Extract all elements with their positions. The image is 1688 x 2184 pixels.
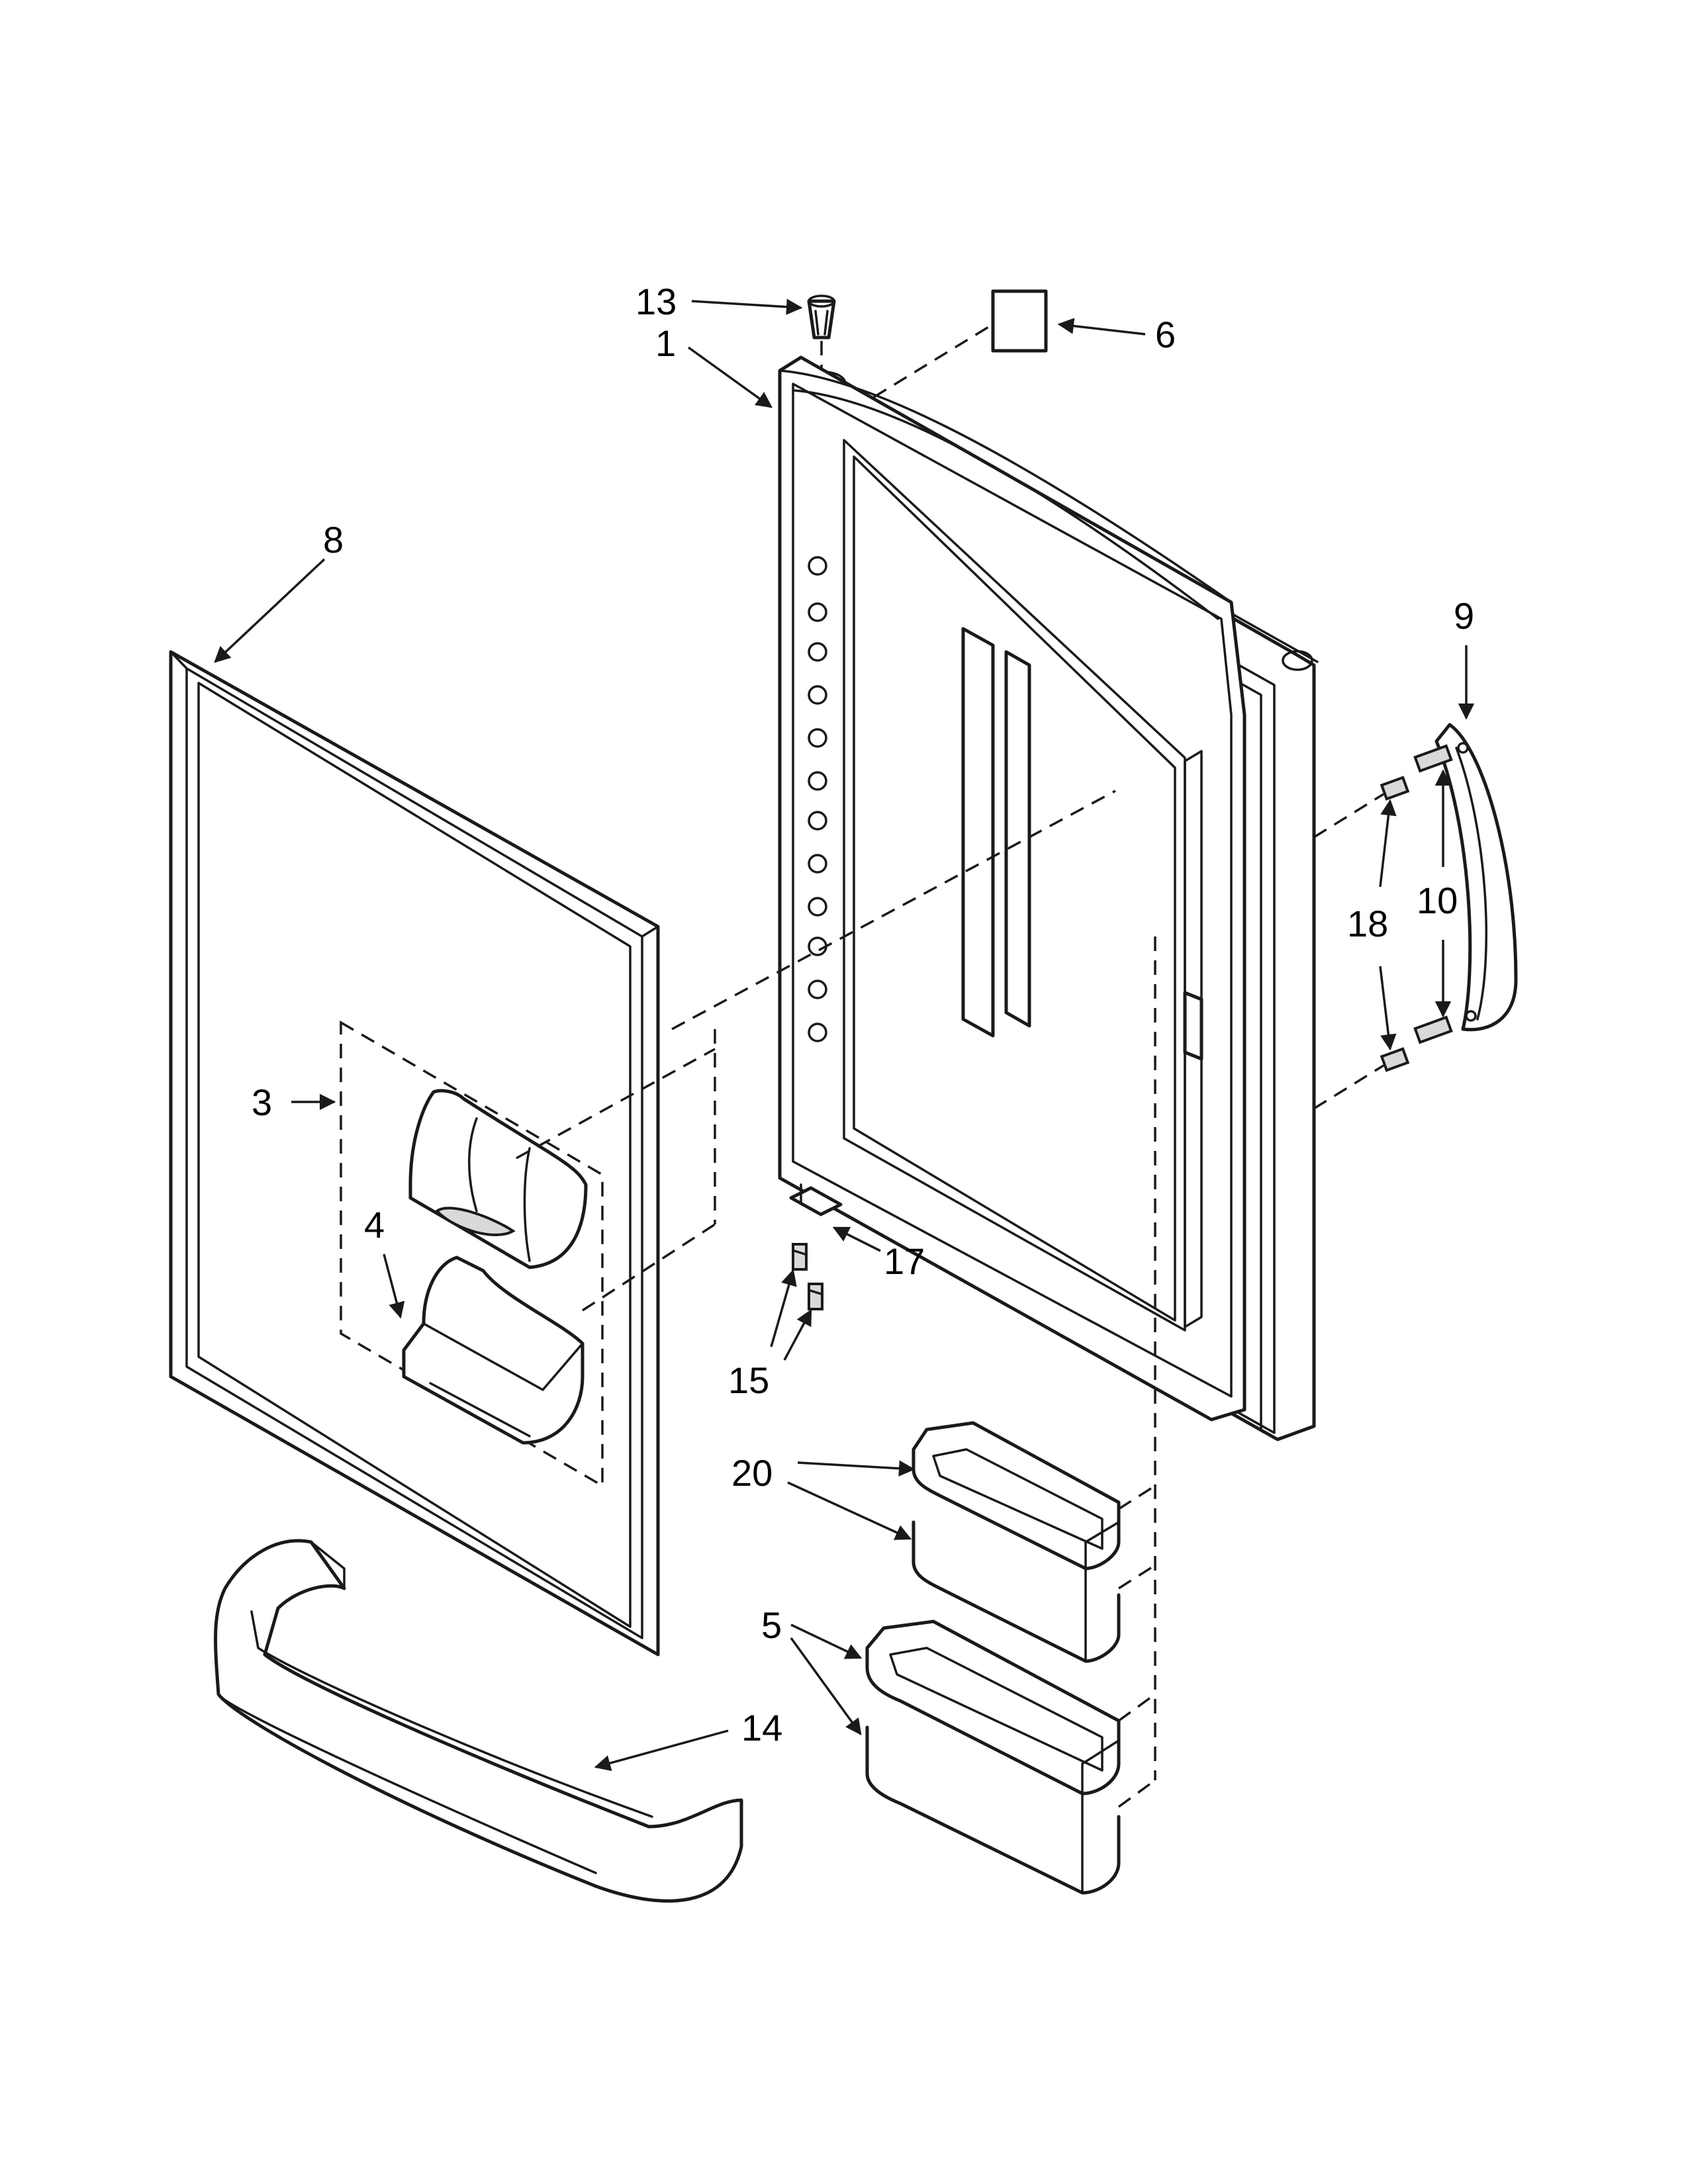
screw-part-18-bottom xyxy=(1380,1047,1410,1072)
callout-17: 17 xyxy=(884,1240,925,1282)
plug-part-13 xyxy=(807,295,836,340)
callout-20: 20 xyxy=(731,1452,773,1494)
handle-part-9 xyxy=(1434,723,1518,1032)
callout-13: 13 xyxy=(635,281,677,322)
screws-part-15 xyxy=(792,1243,823,1310)
screw-part-10-top xyxy=(1413,744,1453,773)
dispenser-assembly-outline xyxy=(340,1020,604,1488)
callout-18: 18 xyxy=(1347,903,1388,944)
shelf-retainer-bumps xyxy=(808,556,827,1042)
callout-4: 4 xyxy=(364,1204,385,1246)
callout-1: 1 xyxy=(655,322,676,364)
bracket-part-17 xyxy=(789,1183,843,1216)
door-bin-part-20-bottom xyxy=(912,1520,1121,1663)
callout-6: 6 xyxy=(1155,314,1176,355)
ice-bin-part-4 xyxy=(402,1255,585,1445)
callout-3: 3 xyxy=(252,1081,272,1123)
callout-14: 14 xyxy=(741,1707,782,1749)
label-part-6 xyxy=(991,289,1048,353)
door-bin-part-5-bottom xyxy=(865,1725,1121,1895)
leader-lines xyxy=(214,298,1475,1771)
dispenser-cover-part-3 xyxy=(408,1089,588,1269)
door-frame-part-1 xyxy=(778,355,1319,1441)
callout-15: 15 xyxy=(728,1359,769,1401)
callout-9: 9 xyxy=(1454,595,1474,637)
screw-part-10-bottom xyxy=(1413,1015,1453,1044)
callout-8: 8 xyxy=(323,519,344,561)
screw-part-18-top xyxy=(1380,776,1410,801)
bottom-bin-part-14 xyxy=(214,1539,743,1903)
callout-5: 5 xyxy=(761,1604,782,1646)
callout-10: 10 xyxy=(1417,880,1458,921)
